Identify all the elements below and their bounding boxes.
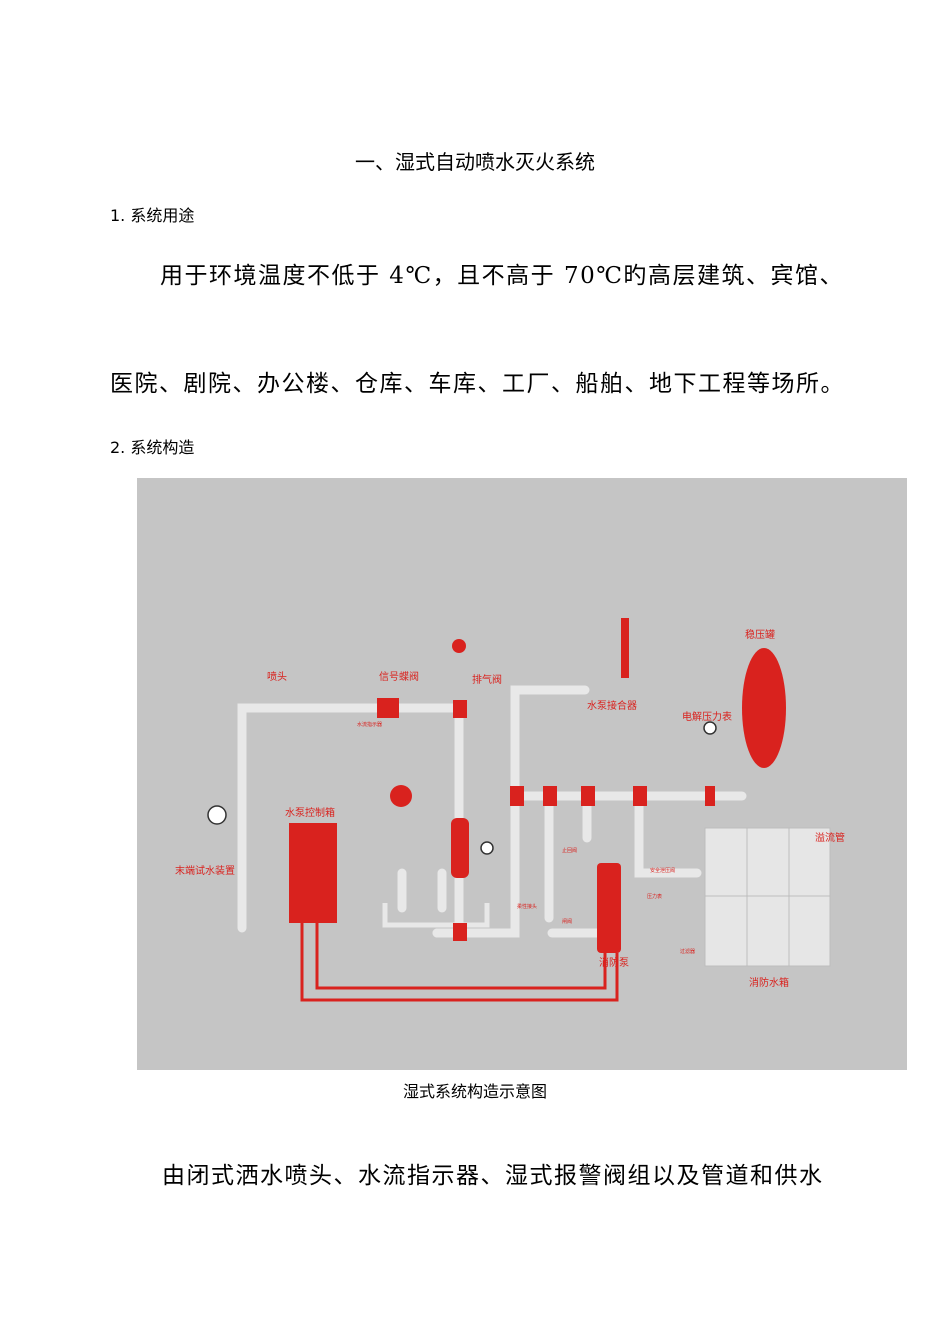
pump-control-box [289, 823, 337, 923]
tank-body [704, 827, 831, 967]
label-relief-valve: 安全泄压阀 [650, 867, 675, 874]
label-pump-control-box: 水泵控制箱 [285, 806, 335, 819]
fitting [453, 923, 467, 941]
label-flexible-joint: 柔性接头 [517, 903, 537, 910]
fitting [581, 786, 595, 806]
label-exhaust-valve: 排气阀 [472, 673, 502, 686]
fitting [543, 786, 557, 806]
pump-connector-pipe [432, 685, 590, 938]
fitting [705, 786, 715, 806]
paragraph-line: 医院、剧院、办公楼、仓库、车库、工厂、船舶、地下工程等场所。 [110, 371, 845, 397]
pressure-tank [742, 648, 786, 768]
alarm-valve [451, 818, 469, 878]
label-gate-valve: 闸阀 [562, 918, 572, 925]
label-electrolytic-gauge: 电解压力表 [682, 710, 732, 723]
label-pump-connector: 水泵接合器 [587, 699, 637, 712]
label-fire-water-tank: 消防水箱 [749, 976, 789, 989]
signal-valve-body [377, 698, 399, 718]
alarm-bell [390, 785, 412, 807]
diagram-svg: 喷头 信号蝶阀 排气阀 水泵接合器 稳压罐 电解压力表 水流指示器 末端试水装置… [175, 618, 845, 1002]
fire-pump [597, 863, 621, 953]
exhaust-valve [452, 639, 466, 653]
label-overflow-pipe: 溢流管 [815, 831, 845, 844]
label-signal-valve: 信号蝶阀 [379, 670, 419, 683]
label-filter: 过滤器 [680, 948, 695, 955]
diagram-shapes [382, 903, 490, 928]
fitting [453, 700, 467, 718]
label-fire-pump: 消防泵 [599, 956, 629, 969]
system-diagram: 喷头 信号蝶阀 排气阀 水泵接合器 稳压罐 电解压力表 水流指示器 末端试水装置… [137, 478, 907, 1070]
diagram-fittings [289, 618, 786, 953]
gauges [207, 721, 717, 855]
pump-connector-stem [621, 618, 629, 678]
paragraph-line: 由闭式洒水喷头、水流指示器、湿式报警阀组以及管道和供水 [162, 1163, 824, 1189]
section-heading-purpose: 1. 系统用途 [110, 206, 195, 225]
label-pressure-gauge: 压力表 [647, 893, 662, 900]
drain-basin [382, 903, 490, 928]
pressure-gauge [207, 805, 227, 825]
paragraph-line: 用于环境温度不低于 4℃，且不高于 70℃旳高层建筑、宾馆、 [160, 263, 844, 289]
label-end-test: 末端试水装置 [175, 864, 235, 877]
sprinkler-main-pipe [237, 703, 462, 933]
label-sprinkler: 喷头 [267, 671, 287, 683]
diagram-labels: 喷头 信号蝶阀 排气阀 水泵接合器 稳压罐 电解压力表 水流指示器 末端试水装置… [175, 628, 845, 989]
control-wiring [300, 923, 619, 1002]
pressure-gauge [480, 841, 494, 855]
fire-water-tank [704, 827, 831, 967]
diagram-caption: 湿式系统构造示意图 [402, 1082, 547, 1101]
fitting [633, 786, 647, 806]
fitting [510, 786, 524, 806]
label-flow-indicator: 水流指示器 [357, 721, 382, 728]
label-pressure-tank: 稳压罐 [745, 628, 775, 641]
electrolytic-pressure-gauge [703, 721, 717, 735]
label-check-valve: 止回阀 [562, 847, 577, 854]
page-title: 一、湿式自动喷水灭火系统 [355, 150, 595, 174]
section-heading-structure: 2. 系统构造 [110, 438, 195, 457]
